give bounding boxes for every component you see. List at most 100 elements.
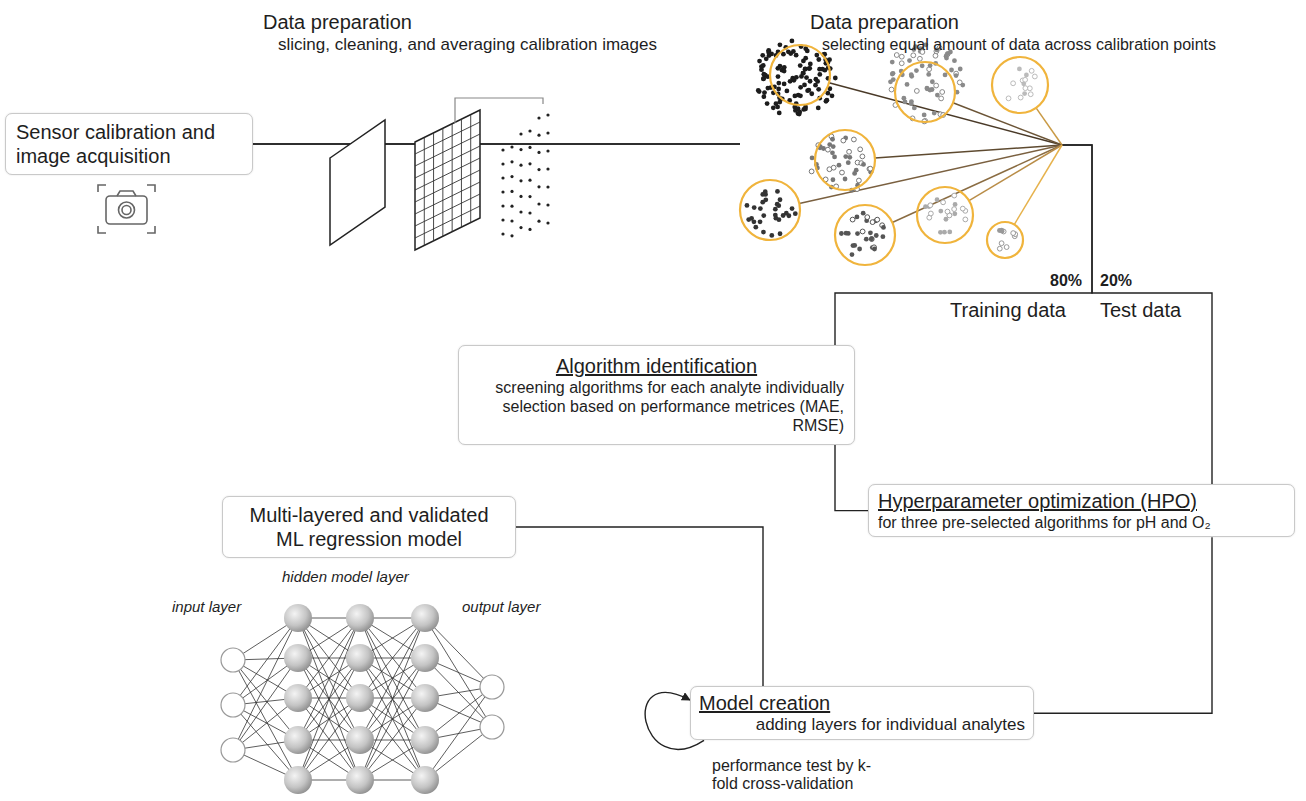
data-dot: [914, 68, 919, 73]
data-dot: [822, 68, 827, 73]
network-link: [360, 658, 425, 780]
hidden-neuron: [346, 684, 374, 712]
data-dot: [788, 79, 793, 84]
data-dot: [762, 90, 767, 95]
data-dot: [894, 53, 899, 58]
process-box: Multi-layered and validated ML regressio…: [222, 496, 516, 558]
data-dot: [788, 51, 793, 56]
data-dot: [891, 71, 896, 76]
data-dot: [790, 39, 795, 44]
data-dot: [891, 77, 896, 82]
data-dot: [501, 204, 504, 207]
hidden-neuron: [346, 644, 374, 672]
data-dot: [790, 206, 795, 211]
data-dot: [537, 220, 540, 223]
data-dot: [872, 247, 877, 252]
hidden-neuron: [284, 766, 312, 794]
data-dot: [760, 192, 765, 197]
data-dot: [846, 231, 851, 236]
data-dot: [782, 69, 787, 74]
data-dot: [939, 96, 944, 101]
data-dot: [846, 160, 851, 165]
data-dot: [1006, 96, 1011, 101]
data-dot: [797, 109, 802, 114]
data-dot: [757, 59, 762, 64]
selection-ring: [740, 180, 800, 240]
data-dot: [803, 106, 808, 111]
selection-line: [799, 145, 1062, 203]
data-dot: [912, 106, 917, 111]
data-dot: [932, 111, 937, 116]
data-dot: [958, 67, 963, 72]
data-dot: [952, 193, 957, 198]
data-dot: [546, 221, 549, 224]
data-dot: [510, 234, 513, 237]
network-link: [298, 658, 360, 780]
network-link: [298, 658, 360, 780]
data-dot: [840, 170, 845, 175]
data-dot: [792, 94, 797, 99]
data-dot: [510, 160, 513, 163]
data-dot: [501, 162, 504, 165]
hidden-neuron: [284, 644, 312, 672]
data-dot: [938, 209, 943, 214]
data-dot: [1017, 66, 1022, 71]
data-dot: [909, 72, 914, 77]
data-dot: [858, 147, 863, 152]
data-dot: [997, 246, 1002, 251]
data-dot: [830, 150, 835, 155]
data-dot: [911, 53, 916, 58]
data-dot: [997, 228, 1002, 233]
box-heading: Model creation: [699, 691, 1025, 715]
split-percent: 20%: [1100, 271, 1132, 290]
data-dot: [778, 64, 783, 69]
data-dot: [501, 190, 504, 193]
hidden-neuron: [284, 726, 312, 754]
hidden-neuron: [411, 766, 439, 794]
data-dot: [537, 151, 540, 154]
image-plane: [330, 120, 385, 245]
hidden-neuron: [411, 726, 439, 754]
data-dot: [920, 63, 925, 68]
grid-line: [415, 122, 480, 154]
data-dot: [546, 167, 549, 170]
grid-line: [452, 124, 453, 232]
network-link: [298, 618, 360, 740]
data-dot: [857, 247, 862, 252]
process-box: Hyperparameter optimization (HPO)for thr…: [868, 484, 1295, 537]
data-dot: [805, 49, 810, 54]
data-dot: [960, 83, 965, 88]
data-dot: [510, 190, 513, 193]
data-dot: [905, 82, 910, 87]
data-dot: [875, 217, 880, 222]
data-dot: [870, 220, 875, 225]
data-dot: [807, 66, 812, 71]
data-dot: [528, 179, 531, 182]
data-dot: [861, 162, 866, 167]
data-dot: [867, 167, 872, 172]
data-dot: [817, 72, 822, 77]
data-dot: [837, 163, 842, 168]
network-link: [298, 618, 360, 740]
data-dot: [501, 176, 504, 179]
grid-line: [415, 182, 480, 214]
data-dot: [756, 88, 761, 93]
grid-line: [415, 134, 480, 166]
data-dot: [767, 51, 772, 56]
data-dot: [901, 96, 906, 101]
data-dot: [537, 185, 540, 188]
step-description: selecting equal amount of data across ca…: [822, 35, 1216, 54]
data-dot: [752, 205, 757, 210]
data-dot: [930, 79, 935, 84]
data-dot: [528, 228, 531, 231]
data-dot: [501, 148, 504, 151]
data-dot: [804, 75, 809, 80]
data-dot: [501, 232, 504, 235]
data-dot: [831, 177, 836, 182]
data-dot: [1028, 92, 1033, 97]
data-dot: [899, 54, 904, 59]
data-dot: [963, 217, 968, 222]
data-dot: [816, 87, 821, 92]
data-dot: [1004, 245, 1009, 250]
neural-network: [221, 604, 504, 794]
